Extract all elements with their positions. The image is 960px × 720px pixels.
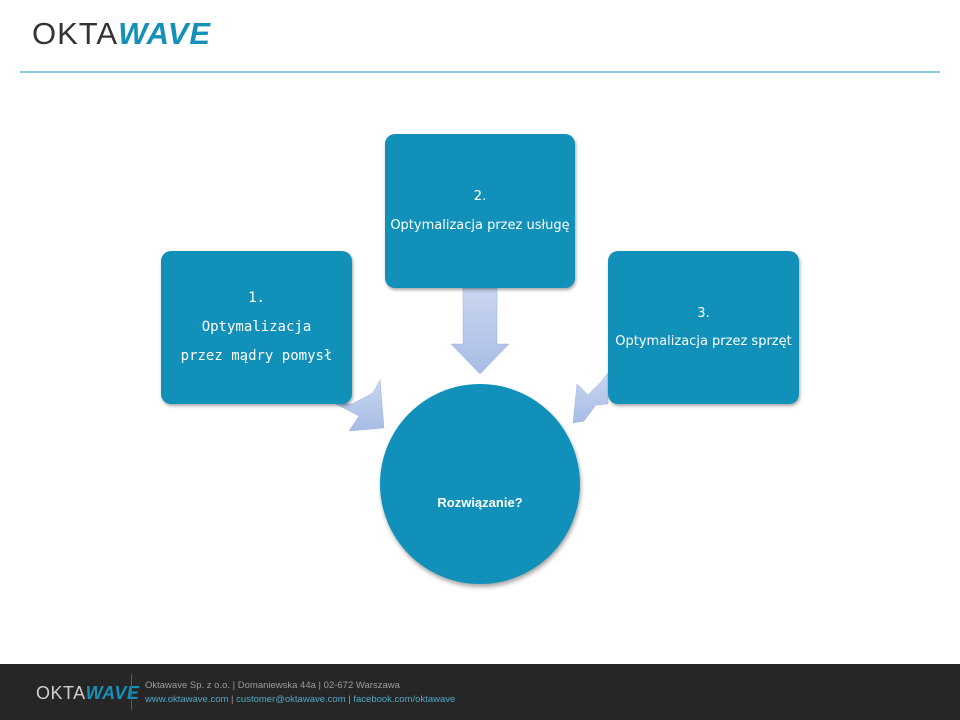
step-2-number: 2. <box>473 189 487 204</box>
step-3-number: 3. <box>697 305 710 321</box>
footer-website-link[interactable]: www.oktawave.com <box>145 694 229 705</box>
arrow-down-icon <box>450 287 510 375</box>
step-box-3: 3. Optymalizacja przez sprzęt <box>608 251 799 404</box>
step-1-number: 1. <box>248 290 265 306</box>
footer-separator: | <box>345 694 354 705</box>
footer-address: Oktawave Sp. z o.o. | Domaniewska 44a | … <box>145 680 400 691</box>
solution-circle: Rozwiązanie? <box>380 384 580 584</box>
step-1-line2: przez mądry pomysł <box>180 348 333 364</box>
footer-logo: OKTAWAVE <box>36 684 139 702</box>
header-divider <box>20 71 940 73</box>
step-box-1: 1. Optymalizacja przez mądry pomysł <box>161 251 352 404</box>
step-1-line1: Optymalizacja <box>201 319 312 335</box>
oktawave-logo: OKTAWAVE <box>32 18 211 49</box>
logo-text-okta: OKTA <box>32 16 119 51</box>
arrow-left-down-icon <box>335 379 385 432</box>
footer-divider <box>131 674 132 710</box>
footer-logo-okta: OKTA <box>36 683 86 703</box>
footer-links: www.oktawave.com | customer@oktawave.com… <box>145 694 455 705</box>
footer: OKTAWAVE Oktawave Sp. z o.o. | Domaniews… <box>0 664 960 720</box>
footer-logo-wave: WAVE <box>85 683 140 703</box>
logo-text-wave: WAVE <box>118 16 212 51</box>
arrow-right-down-icon <box>572 372 609 424</box>
footer-facebook-link[interactable]: facebook.com/oktawave <box>353 694 456 705</box>
step-box-2: 2. Optymalizacja przez usługę <box>385 134 575 288</box>
step-3-line1: Optymalizacja przez sprzęt <box>615 333 792 349</box>
footer-email-link[interactable]: customer@oktawave.com <box>236 694 346 705</box>
step-2-line1: Optymalizacja przez usługę <box>390 218 570 233</box>
footer-separator: | <box>228 694 237 705</box>
solution-label: Rozwiązanie? <box>437 494 523 510</box>
